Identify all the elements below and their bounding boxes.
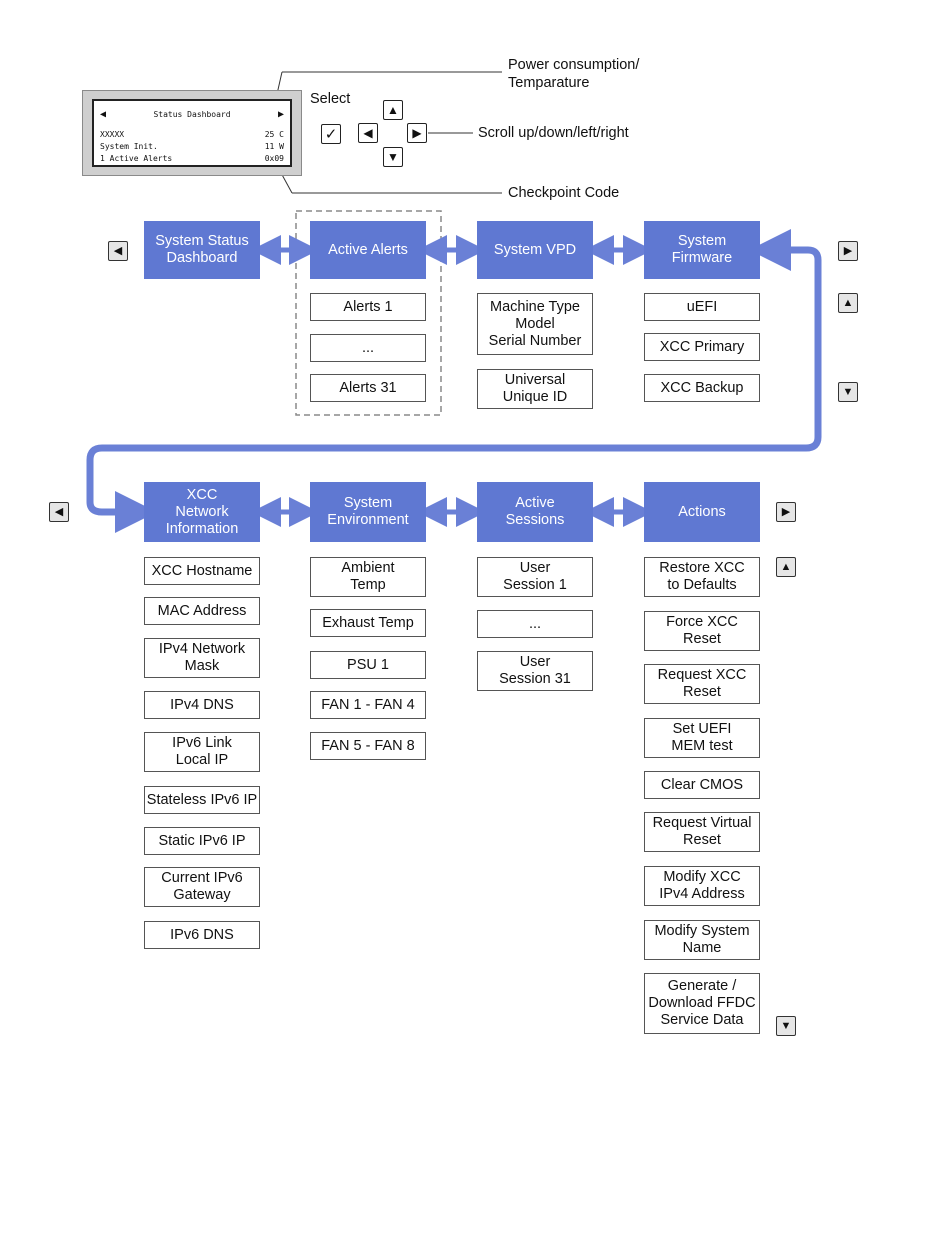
environment-item[interactable]: Ambient Temp <box>310 557 426 597</box>
select-label: Select <box>310 91 351 107</box>
alerts-item[interactable]: ... <box>310 334 426 362</box>
menu-system-environment[interactable]: System Environment <box>310 482 426 542</box>
lcd-title: Status Dashboard <box>153 110 231 119</box>
environment-item[interactable]: FAN 5 - FAN 8 <box>310 732 426 760</box>
triangle-right-icon: ▶ <box>781 505 791 518</box>
menu-xcc-network-information[interactable]: XCC Network Information <box>144 482 260 542</box>
lcd-row-left: System Init. <box>100 142 158 151</box>
firmware-item[interactable]: uEFI <box>644 293 760 321</box>
action-item[interactable]: Modify XCC IPv4 Address <box>644 866 760 906</box>
triangle-left-icon: ◀ <box>100 109 107 120</box>
lcd-row-left: 1 Active Alerts <box>100 154 173 163</box>
action-item[interactable]: Force XCC Reset <box>644 611 760 651</box>
menu-active-alerts[interactable]: Active Alerts <box>310 221 426 279</box>
scroll-callout: Scroll up/down/left/right <box>478 125 629 141</box>
vpd-item[interactable]: Universal Unique ID <box>477 369 593 409</box>
session-item[interactable]: ... <box>477 610 593 638</box>
lcd-row-left: XXXXX <box>100 130 125 139</box>
firmware-item[interactable]: XCC Backup <box>644 374 760 402</box>
lcd-row: System Init. 11 W <box>100 141 284 153</box>
action-item[interactable]: Clear CMOS <box>644 771 760 799</box>
session-item[interactable]: User Session 31 <box>477 651 593 691</box>
session-item[interactable]: User Session 1 <box>477 557 593 597</box>
triangle-down-icon: ▼ <box>842 385 854 398</box>
lcd-row: XXXXX 25 C <box>100 129 284 141</box>
lcd-row-right: 25 C <box>264 130 284 139</box>
action-item[interactable]: Request Virtual Reset <box>644 812 760 852</box>
nav-right-key[interactable]: ▶ <box>838 241 858 261</box>
lcd-row-right: 11 W <box>264 142 284 151</box>
triangle-right-icon: ▶ <box>843 244 853 257</box>
action-item[interactable]: Generate / Download FFDC Service Data <box>644 973 760 1034</box>
nav-left-key[interactable]: ◀ <box>49 502 69 522</box>
environment-item[interactable]: FAN 1 - FAN 4 <box>310 691 426 719</box>
triangle-up-icon: ▲ <box>387 103 399 117</box>
lcd-screen: ◀ Status Dashboard ▶ XXXXX 25 C System I… <box>92 99 292 167</box>
triangle-up-icon: ▲ <box>780 560 792 573</box>
menu-active-sessions[interactable]: Active Sessions <box>477 482 593 542</box>
triangle-right-icon: ▶ <box>412 126 422 140</box>
scroll-up-button[interactable]: ▲ <box>383 100 403 120</box>
nav-up-key[interactable]: ▲ <box>776 557 796 577</box>
environment-item[interactable]: PSU 1 <box>310 651 426 679</box>
checkmark-icon: ✓ <box>324 125 338 143</box>
menu-system-status-dashboard[interactable]: System Status Dashboard <box>144 221 260 279</box>
lcd-row: 1 Active Alerts 0x09 <box>100 153 284 165</box>
lcd-title-row: ◀ Status Dashboard ▶ <box>100 109 284 121</box>
network-item[interactable]: Static IPv6 IP <box>144 827 260 855</box>
alerts-item[interactable]: Alerts 31 <box>310 374 426 402</box>
action-item[interactable]: Restore XCC to Defaults <box>644 557 760 597</box>
environment-item[interactable]: Exhaust Temp <box>310 609 426 637</box>
nav-down-key[interactable]: ▼ <box>776 1016 796 1036</box>
triangle-right-icon: ▶ <box>277 109 284 120</box>
firmware-item[interactable]: XCC Primary <box>644 333 760 361</box>
network-item[interactable]: Stateless IPv6 IP <box>144 786 260 814</box>
triangle-left-icon: ◀ <box>113 244 123 257</box>
triangle-up-icon: ▲ <box>842 296 854 309</box>
network-item[interactable]: Current IPv6 Gateway <box>144 867 260 907</box>
network-item[interactable]: IPv6 DNS <box>144 921 260 949</box>
select-button[interactable]: ✓ <box>321 124 341 144</box>
network-item[interactable]: IPv4 DNS <box>144 691 260 719</box>
power-temperature-callout: Power consumption/ Temparature <box>508 57 640 91</box>
arrow-firmware-network-wrap <box>86 229 822 533</box>
nav-right-key[interactable]: ▶ <box>776 502 796 522</box>
scroll-down-button[interactable]: ▼ <box>383 147 403 167</box>
triangle-down-icon: ▼ <box>780 1019 792 1032</box>
network-item[interactable]: XCC Hostname <box>144 557 260 585</box>
network-item[interactable]: MAC Address <box>144 597 260 625</box>
triangle-left-icon: ◀ <box>363 126 373 140</box>
alerts-item[interactable]: Alerts 1 <box>310 293 426 321</box>
action-item[interactable]: Request XCC Reset <box>644 664 760 704</box>
lcd-row-right: 0x09 <box>264 154 284 163</box>
scroll-right-button[interactable]: ▶ <box>407 123 427 143</box>
network-item[interactable]: IPv6 Link Local IP <box>144 732 260 772</box>
checkpoint-callout: Checkpoint Code <box>508 185 620 201</box>
nav-down-key[interactable]: ▼ <box>838 382 858 402</box>
scroll-left-button[interactable]: ◀ <box>358 123 378 143</box>
network-item[interactable]: IPv4 Network Mask <box>144 638 260 678</box>
menu-system-vpd[interactable]: System VPD <box>477 221 593 279</box>
vpd-item[interactable]: Machine Type Model Serial Number <box>477 293 593 355</box>
nav-up-key[interactable]: ▲ <box>838 293 858 313</box>
triangle-left-icon: ◀ <box>54 505 64 518</box>
action-item[interactable]: Set UEFI MEM test <box>644 718 760 758</box>
triangle-down-icon: ▼ <box>387 150 399 164</box>
action-item[interactable]: Modify System Name <box>644 920 760 960</box>
nav-left-key[interactable]: ◀ <box>108 241 128 261</box>
lcd-display-panel: ◀ Status Dashboard ▶ XXXXX 25 C System I… <box>82 90 302 176</box>
menu-actions[interactable]: Actions <box>644 482 760 542</box>
menu-system-firmware[interactable]: System Firmware <box>644 221 760 279</box>
